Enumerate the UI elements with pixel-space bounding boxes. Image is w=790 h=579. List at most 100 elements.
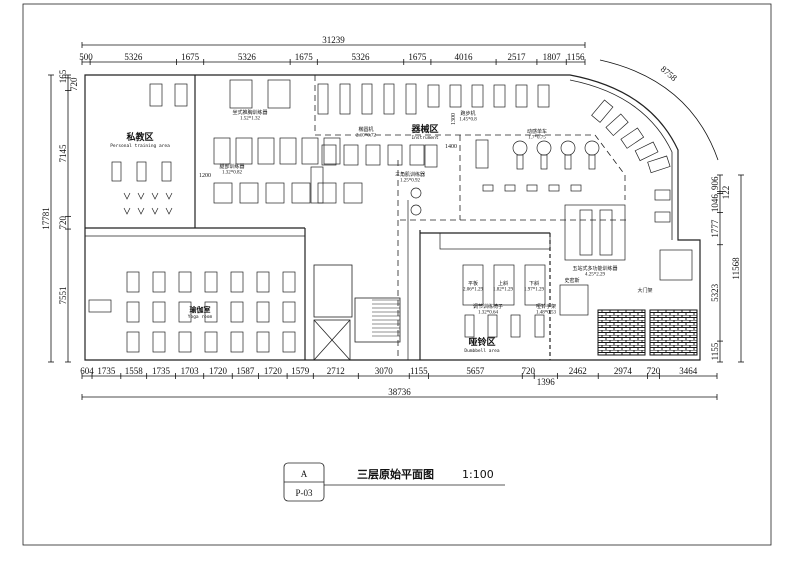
equipment-name: 大门架 bbox=[637, 287, 652, 294]
strength-machine-symbol bbox=[343, 144, 359, 166]
mat-rack-symbol bbox=[88, 299, 112, 313]
dimension-label: 2462 bbox=[569, 366, 587, 376]
treadmill-symbol bbox=[647, 155, 671, 174]
elliptical-symbol bbox=[405, 83, 417, 115]
strength-machine-symbol bbox=[213, 182, 233, 204]
bench-symbol bbox=[524, 264, 546, 306]
area-label-dumbbell: 哑铃区 bbox=[468, 336, 495, 348]
treadmill-symbol bbox=[654, 189, 671, 201]
equipment-size: 1.45*0.8 bbox=[459, 118, 477, 123]
dimension-label: 3464 bbox=[679, 366, 698, 376]
yoga-mat-symbol bbox=[152, 301, 166, 323]
rack-symbol bbox=[310, 166, 324, 204]
dumbbell-rack-symbol bbox=[439, 232, 551, 250]
strength-machine-symbol bbox=[235, 137, 253, 165]
dimension-label: 5657 bbox=[466, 366, 485, 376]
yoga-mat-symbol bbox=[204, 271, 218, 293]
dimension-label: 1675 bbox=[408, 52, 427, 62]
strength-machine-symbol bbox=[323, 137, 341, 165]
treadmill-symbol bbox=[471, 84, 484, 108]
bench-symbol bbox=[487, 314, 498, 338]
step-box-symbol bbox=[504, 184, 516, 192]
spin-bike-frame bbox=[564, 154, 572, 170]
yoga-mat-symbol bbox=[126, 271, 140, 293]
elliptical-symbol bbox=[383, 83, 395, 115]
elliptical-symbol bbox=[361, 83, 373, 115]
training-bench-symbol bbox=[111, 161, 122, 182]
equipment-name: 调节训练椅子 bbox=[473, 303, 503, 310]
arc-dimension bbox=[599, 59, 719, 161]
strength-machine-symbol bbox=[387, 144, 403, 166]
equipment-size: 1.7*0.75 bbox=[528, 136, 546, 141]
treadmill-symbol bbox=[620, 127, 645, 149]
dimension-label: 1579 bbox=[291, 366, 310, 376]
sheet-ref: A bbox=[301, 469, 308, 479]
dimension-label: 2517 bbox=[508, 52, 527, 62]
training-bench-symbol bbox=[161, 161, 172, 182]
area-label-personal-en: Personal training area bbox=[110, 143, 170, 149]
area-label-instrument-en: Instrument bbox=[411, 135, 438, 141]
spin-bike-symbol bbox=[512, 140, 528, 156]
yoga-mat-symbol bbox=[230, 271, 244, 293]
dimension-total-label: 17781 bbox=[41, 207, 51, 230]
dimension-label: 906 bbox=[710, 176, 720, 190]
bench-symbol bbox=[464, 314, 475, 338]
dimension-total-label: 11568 bbox=[731, 257, 741, 280]
dimension-label: 1675 bbox=[181, 52, 200, 62]
equipment-size: 1.97*1.29 bbox=[524, 288, 545, 293]
area-label-personal: 私教区 bbox=[125, 131, 153, 143]
yoga-mat-symbol bbox=[282, 301, 296, 323]
dimension-label: 4016 bbox=[454, 52, 473, 62]
strength-machine-symbol bbox=[257, 137, 275, 165]
equipment-name: 下斜 bbox=[529, 280, 539, 287]
equipment-name: 腿部训练器 bbox=[219, 163, 244, 170]
dimension-label: 2712 bbox=[327, 366, 345, 376]
equipment-name: 上斜 bbox=[498, 280, 508, 287]
title-block: A P-03 三层原始平面图 1:100 bbox=[283, 462, 505, 502]
dimension-label: 720 bbox=[647, 366, 661, 376]
dumbbell-symbol bbox=[165, 192, 173, 215]
gantry-symbol bbox=[659, 249, 693, 281]
treadmill-symbol bbox=[515, 84, 528, 108]
step-box-symbol bbox=[548, 184, 560, 192]
yoga-mat-symbol bbox=[178, 271, 192, 293]
spin-bike-frame bbox=[540, 154, 548, 170]
yoga-mat-symbol bbox=[178, 301, 192, 323]
dimension-label: 1155 bbox=[710, 342, 720, 360]
elliptical-symbol bbox=[339, 83, 351, 115]
treadmill-symbol bbox=[493, 84, 506, 108]
equipment-size: 4.25*2.29 bbox=[585, 273, 606, 278]
equipment-size: 1.52*1.32 bbox=[240, 117, 261, 122]
dimension-label: 165 bbox=[58, 69, 68, 83]
multi-station-part bbox=[579, 209, 593, 256]
strength-machine-symbol bbox=[424, 144, 438, 168]
training-bench-symbol bbox=[136, 161, 147, 182]
strength-machine-symbol bbox=[229, 79, 253, 109]
equipment-size: 2.06*1.29 bbox=[463, 288, 484, 293]
spin-bike-symbol bbox=[584, 140, 600, 156]
bench-symbol bbox=[493, 264, 515, 306]
dimension-label: 1807 bbox=[543, 52, 562, 62]
yoga-mat-symbol bbox=[230, 301, 244, 323]
step-box-symbol bbox=[482, 184, 494, 192]
equipment-name: 动感单车 bbox=[527, 128, 547, 135]
equipment-name: 五站式多功能训练器 bbox=[572, 265, 617, 272]
dimension-label: 500 bbox=[79, 52, 93, 62]
equipment-name: 坐式推胸训练器 bbox=[232, 109, 267, 116]
equipment-symbols bbox=[88, 79, 693, 353]
dimension-label: 1675 bbox=[295, 52, 314, 62]
yoga-mat-symbol bbox=[204, 331, 218, 353]
treadmill-symbol bbox=[605, 113, 629, 137]
equipment-size: 1.82*1.29 bbox=[493, 288, 514, 293]
equipment-name: 平板 bbox=[468, 280, 478, 287]
yoga-mat-symbol bbox=[152, 271, 166, 293]
stair-and-elevator bbox=[313, 264, 401, 361]
sheet-number: P-03 bbox=[295, 488, 313, 498]
dimension-label: 720 bbox=[69, 77, 79, 91]
yoga-mat-symbol bbox=[178, 331, 192, 353]
sheet-frame bbox=[22, 3, 772, 546]
strength-machine-symbol bbox=[343, 182, 363, 204]
strength-machine-symbol bbox=[213, 137, 231, 165]
drawing-title: 三层原始平面图 bbox=[357, 467, 434, 481]
